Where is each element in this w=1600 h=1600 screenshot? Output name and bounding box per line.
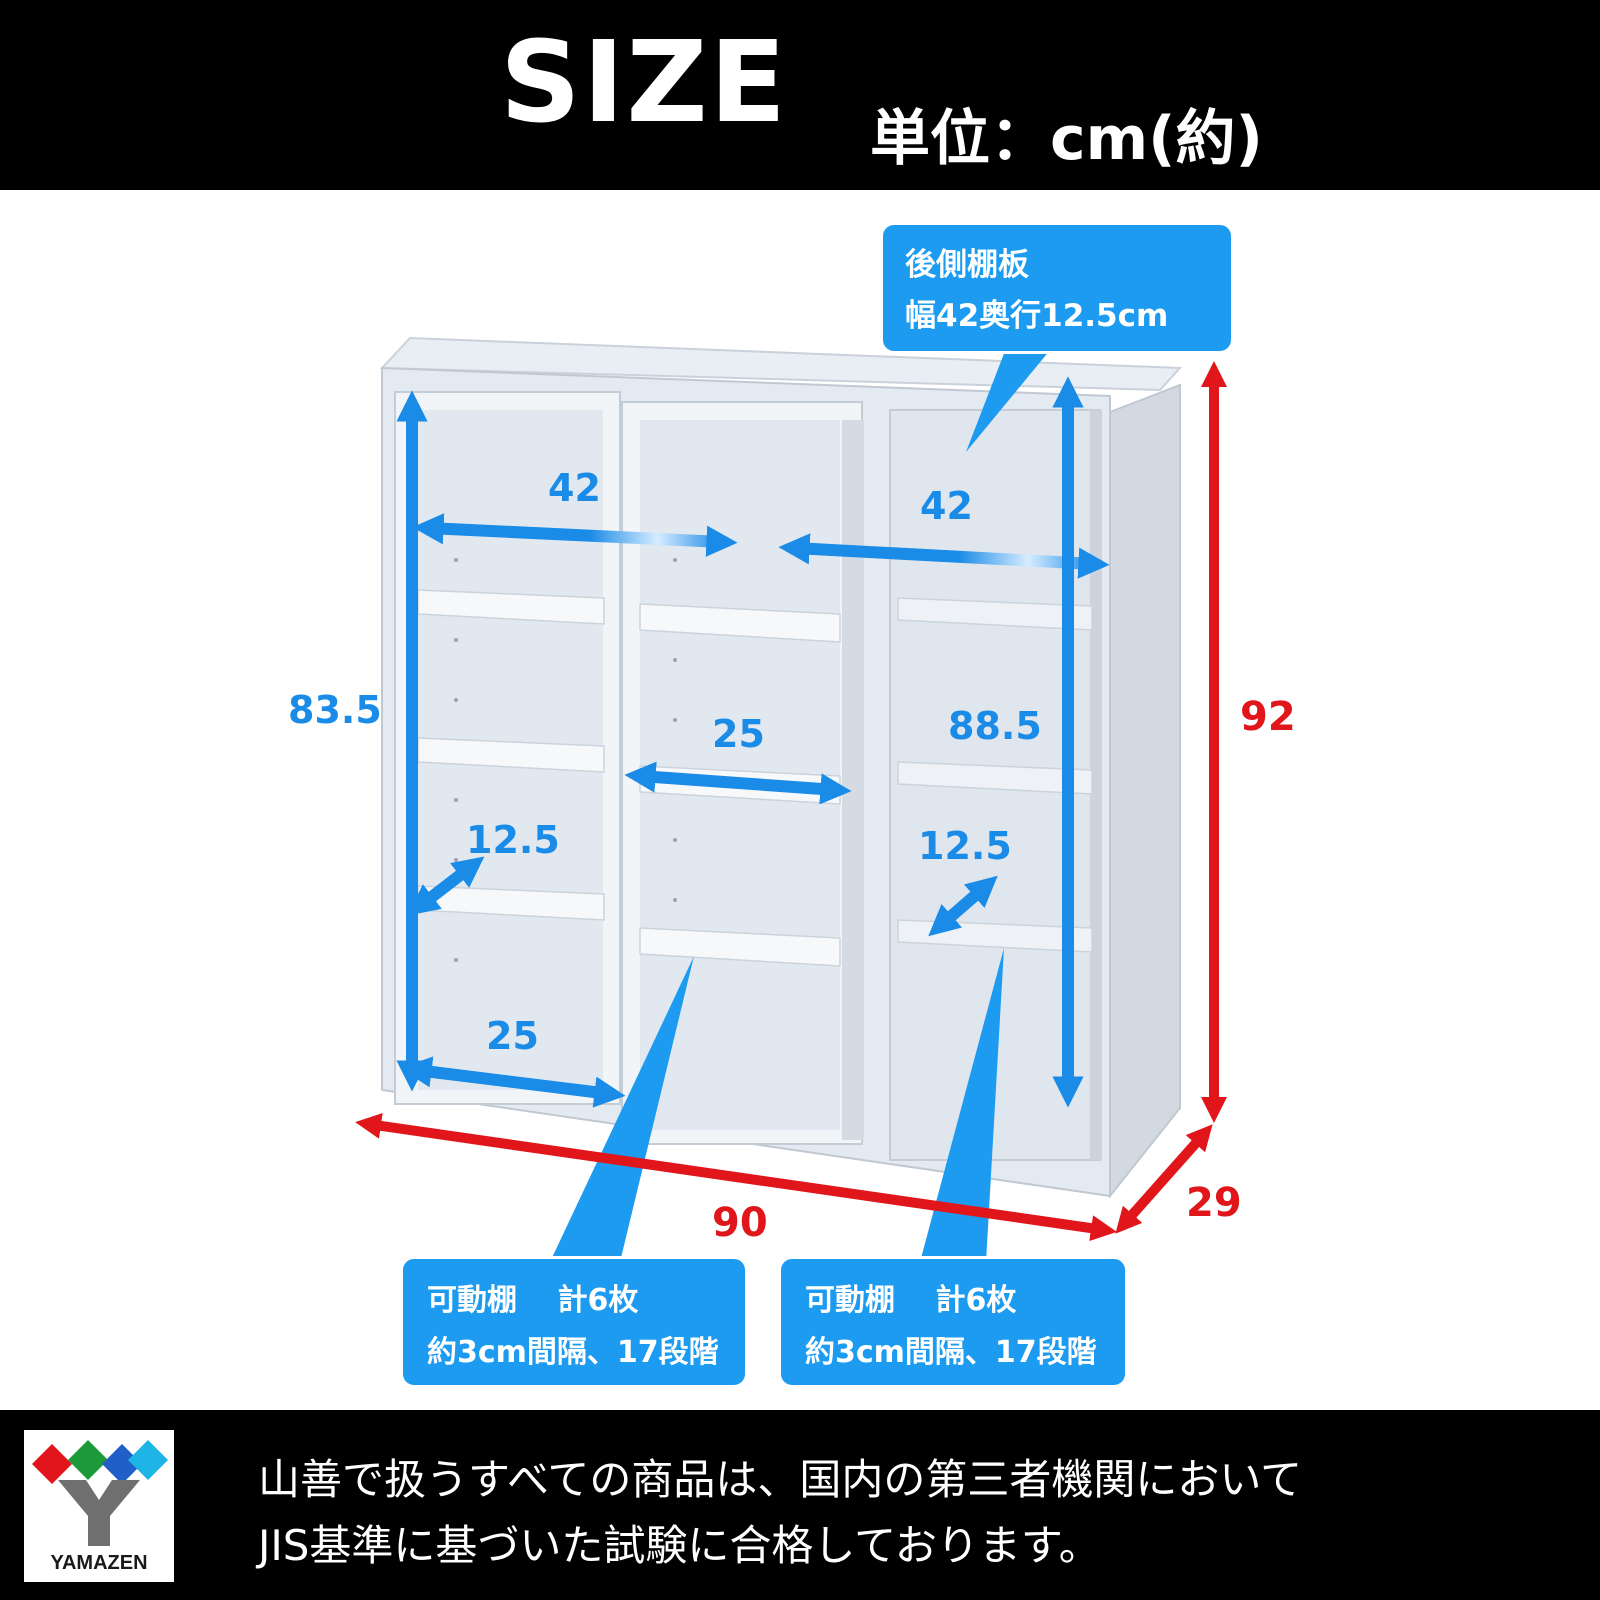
callout-left-shelves: 可動棚 計6枚 約3cm間隔、17段階 bbox=[400, 1256, 748, 1388]
callout-right-shelves-line2: 約3cm間隔、17段階 bbox=[805, 1335, 1097, 1370]
label-back-height: 88.5 bbox=[948, 704, 1042, 748]
label-back-width: 42 bbox=[920, 484, 973, 528]
yamazen-logo-icon bbox=[32, 1440, 168, 1546]
label-total-width: 90 bbox=[712, 1200, 768, 1246]
arrow-back-width bbox=[778, 533, 1110, 579]
callout-back-shelf: 後側棚板 幅42奥行12.5cm bbox=[880, 222, 1234, 354]
label-left-bottom-width: 25 bbox=[486, 1014, 539, 1058]
arrow-total-width bbox=[355, 1112, 1117, 1242]
label-front-width: 42 bbox=[548, 466, 601, 510]
callout-right-shelves-line1: 可動棚 計6枚 bbox=[805, 1283, 1017, 1318]
header-bar bbox=[0, 0, 1600, 190]
callout-right-shelves: 可動棚 計6枚 約3cm間隔、17段階 bbox=[778, 1256, 1128, 1388]
cabinet-top bbox=[379, 336, 1183, 392]
logo-text: YAMAZEN bbox=[50, 1552, 148, 1574]
label-middle-width: 25 bbox=[712, 712, 765, 756]
blue-dimension-arrows bbox=[396, 376, 1110, 1108]
arrow-right-depth bbox=[928, 875, 998, 937]
red-dimension-arrows bbox=[355, 361, 1227, 1242]
arrow-left-bottom-width bbox=[400, 1056, 626, 1108]
footer-line-2: JIS基準に基づいた試験に合格しております。 bbox=[258, 1521, 1101, 1570]
label-front-height: 83.5 bbox=[288, 688, 382, 732]
callout-pointer-top bbox=[966, 338, 1060, 452]
label-total-depth: 29 bbox=[1186, 1180, 1242, 1226]
callout-back-shelf-line1: 後側棚板 bbox=[905, 247, 1029, 283]
label-total-height: 92 bbox=[1240, 694, 1296, 740]
label-left-depth: 12.5 bbox=[466, 818, 560, 862]
footer-bar bbox=[0, 1410, 1600, 1600]
arrow-left-depth bbox=[407, 856, 485, 916]
callout-back-shelf-line2: 幅42奥行12.5cm bbox=[905, 298, 1169, 334]
callout-left-shelves-line1: 可動棚 計6枚 bbox=[427, 1283, 639, 1318]
arrow-middle-width bbox=[624, 761, 852, 805]
cabinet-side bbox=[1109, 383, 1181, 1199]
page-title: SIZE bbox=[500, 18, 789, 148]
label-right-depth: 12.5 bbox=[918, 824, 1012, 868]
arrow-front-width bbox=[412, 513, 738, 557]
arrow-total-depth bbox=[1115, 1124, 1213, 1234]
unit-label: 単位：cm(約) bbox=[870, 104, 1263, 174]
footer-line-1: 山善で扱うすべての商品は、国内の第三者機関において bbox=[258, 1455, 1303, 1504]
yamazen-logo: YAMAZEN bbox=[24, 1430, 174, 1582]
callout-left-shelves-line2: 約3cm間隔、17段階 bbox=[427, 1335, 719, 1370]
